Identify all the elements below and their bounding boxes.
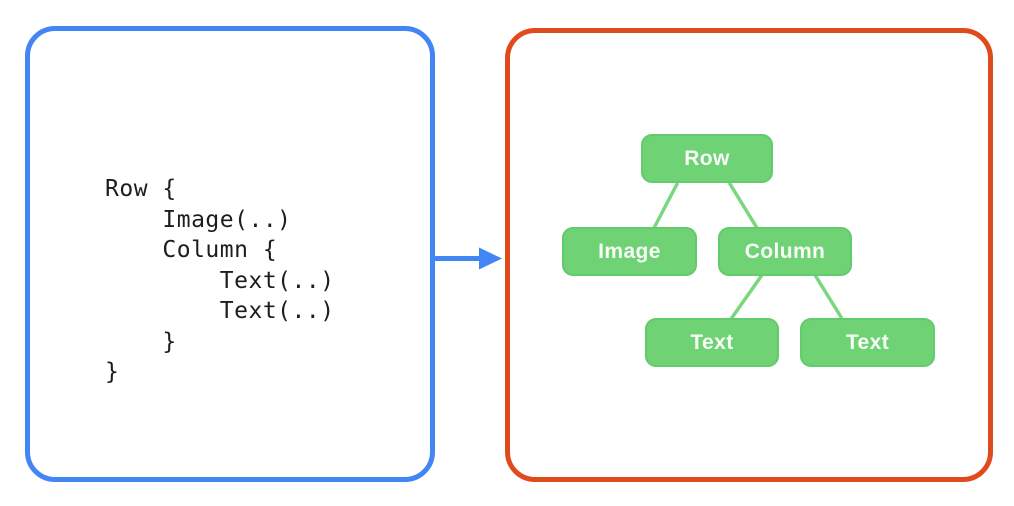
flow-arrow-head (479, 247, 502, 270)
code-snippet: Row { Image(..) Column { Text(..) Text(.… (105, 176, 335, 385)
tree-node-column: Column (718, 227, 852, 276)
tree-node-text-left: Text (645, 318, 779, 367)
tree-node-row: Row (641, 134, 773, 183)
code-panel (25, 26, 435, 482)
flow-arrow-icon (433, 247, 502, 270)
tree-node-text-right: Text (800, 318, 935, 367)
tree-node-image: Image (562, 227, 697, 276)
